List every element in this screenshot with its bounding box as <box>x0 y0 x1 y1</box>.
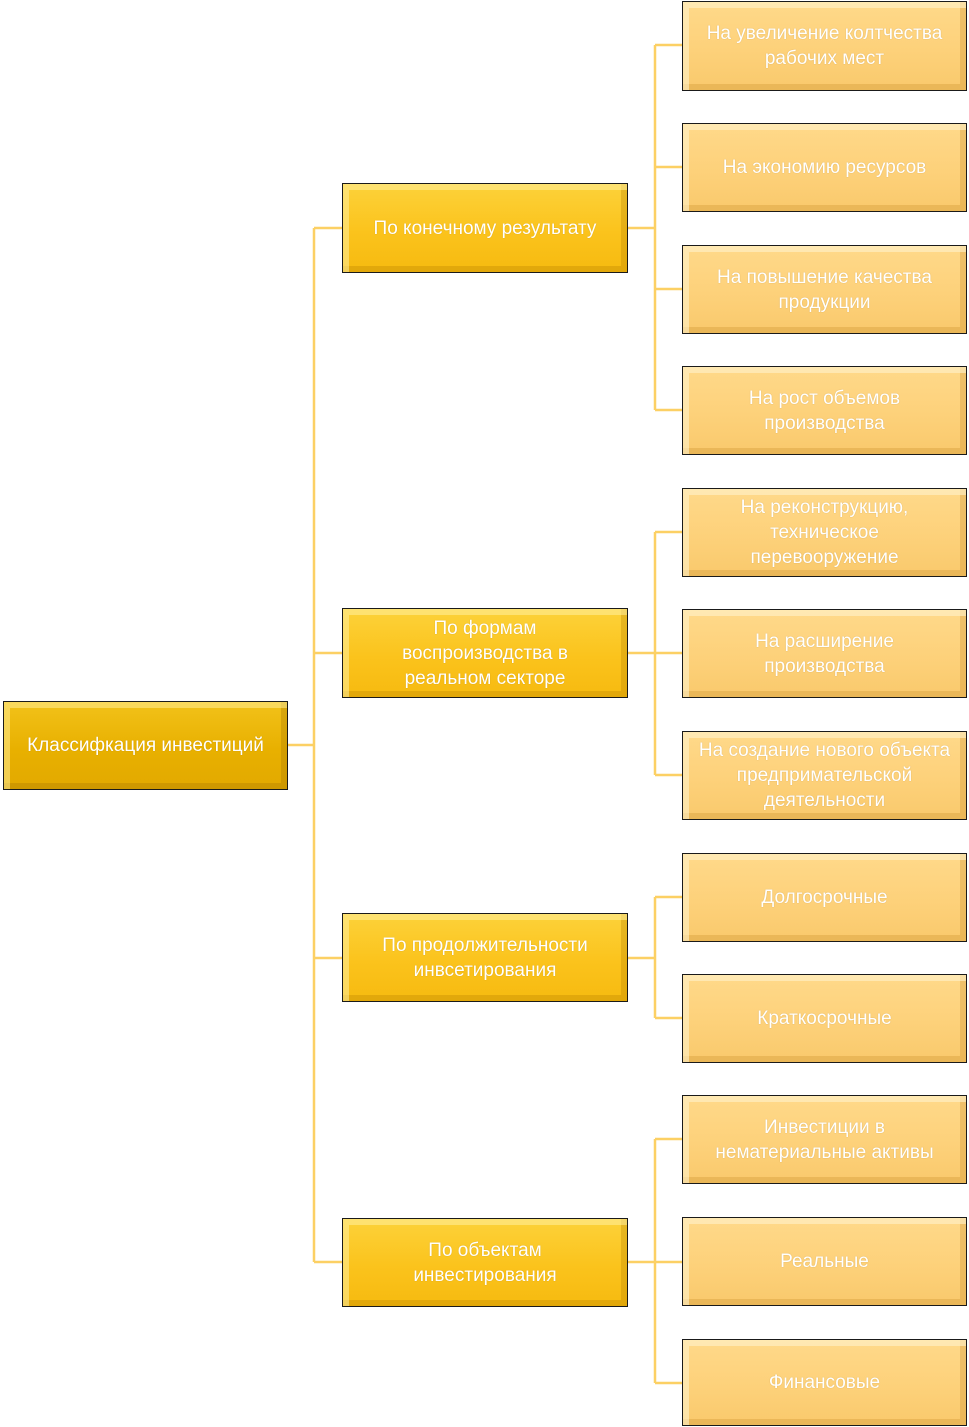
leaf-long-term[interactable]: Долгосрочные <box>682 853 967 942</box>
leaf-label: На экономию ресурсов <box>722 157 927 178</box>
category-label: По конечному результату <box>373 217 597 239</box>
leaf-reconstruction[interactable]: На реконструкцию, техническое перевооруж… <box>682 488 967 577</box>
leaf-financial[interactable]: Финансовые <box>682 1339 967 1426</box>
leaf-jobs-increase[interactable]: На увеличение колтчества рабочих мест <box>682 1 967 91</box>
leaf-label: На увеличение колтчества рабочих мест <box>706 23 943 69</box>
leaf-label: На расширение производства <box>755 630 894 677</box>
root-node-label: Классифкация инвестиций <box>27 735 264 756</box>
category-final-result[interactable]: По конечному результату <box>342 183 628 273</box>
leaf-intangible-assets[interactable]: Инвестиции в нематериальные активы <box>682 1095 967 1184</box>
connector-root-trunk <box>287 228 316 1262</box>
leaf-short-term[interactable]: Краткосрочные <box>682 974 967 1063</box>
category-label: По продолжительности инвсетирования <box>382 934 588 981</box>
leaf-production-growth[interactable]: На рост объемов производства <box>682 366 967 455</box>
connector-cat-4-trunk <box>627 1139 657 1383</box>
leaf-new-business-object[interactable]: На создание нового объекта предприматель… <box>682 731 967 820</box>
leaf-quality-improvement[interactable]: На повышение качества продукции <box>682 245 967 334</box>
leaf-label: На рост объемов производства <box>748 387 901 434</box>
leaf-label: На реконструкцию, техническое перевооруж… <box>740 497 909 568</box>
category-reproduction-forms[interactable]: По формам воспроизводства в реальном сек… <box>342 608 628 698</box>
leaf-label: Краткосрочные <box>757 1008 892 1029</box>
leaf-production-expansion[interactable]: На расширение производства <box>682 609 967 698</box>
category-label: По объектам инвестирования <box>413 1239 557 1286</box>
connector-cat-3-trunk <box>627 897 657 1018</box>
leaf-label: На создание нового объекта предприматель… <box>698 740 951 811</box>
leaf-resource-saving[interactable]: На экономию ресурсов <box>682 123 967 212</box>
category-objects[interactable]: По объектам инвестирования <box>342 1218 628 1307</box>
root-node[interactable]: Классифкация инвестиций <box>3 701 288 790</box>
leaf-label: Финансовые <box>768 1372 881 1393</box>
leaf-label: Инвестиции в нематериальные активы <box>715 1116 934 1163</box>
category-duration[interactable]: По продолжительности инвсетирования <box>342 913 628 1002</box>
connector-cat-1-trunk <box>627 45 657 410</box>
leaf-label: Реальные <box>780 1251 869 1272</box>
leaf-label: На повышение качества продукции <box>717 266 932 313</box>
leaf-label: Долгосрочные <box>761 887 888 908</box>
leaf-real[interactable]: Реальные <box>682 1217 967 1306</box>
connector-cat-2-trunk <box>627 532 657 775</box>
category-label: По формам воспроизводства в реальном сек… <box>402 617 568 689</box>
